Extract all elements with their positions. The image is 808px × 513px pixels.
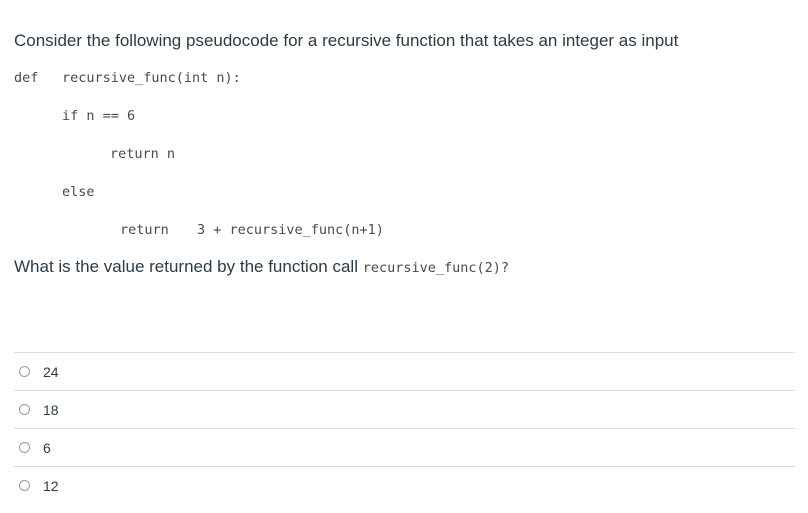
radio-button[interactable] — [19, 442, 30, 453]
radio-button[interactable] — [19, 404, 30, 415]
code-def-keyword: def — [14, 70, 39, 86]
answer-option[interactable]: 6 — [14, 428, 795, 466]
answer-label: 6 — [43, 439, 51, 456]
code-return-keyword: return — [120, 222, 169, 238]
radio-button[interactable] — [19, 480, 30, 491]
code-return-expression: 3 + recursive_func(n+1) — [197, 222, 384, 238]
answer-label: 24 — [43, 363, 59, 380]
answer-label: 18 — [43, 401, 59, 418]
answer-option[interactable]: 12 — [14, 466, 795, 504]
question-prompt-code: recursive_func(2) — [362, 260, 501, 276]
answer-list: 24 18 6 12 — [14, 352, 795, 504]
question-prompt-suffix: ? — [500, 260, 510, 276]
question-intro: Consider the following pseudocode for a … — [14, 31, 679, 50]
code-signature: recursive_func(int n): — [62, 70, 241, 86]
code-return-n: return n — [110, 146, 176, 162]
code-else-keyword: else — [62, 184, 95, 200]
question-prompt: What is the value returned by the functi… — [14, 256, 509, 279]
answer-label: 12 — [43, 477, 59, 494]
radio-button[interactable] — [19, 366, 30, 377]
answer-option[interactable]: 24 — [14, 352, 795, 390]
question-prompt-text: What is the value returned by the functi… — [14, 257, 363, 276]
answer-option[interactable]: 18 — [14, 390, 795, 428]
code-if-line: if n == 6 — [62, 108, 136, 124]
